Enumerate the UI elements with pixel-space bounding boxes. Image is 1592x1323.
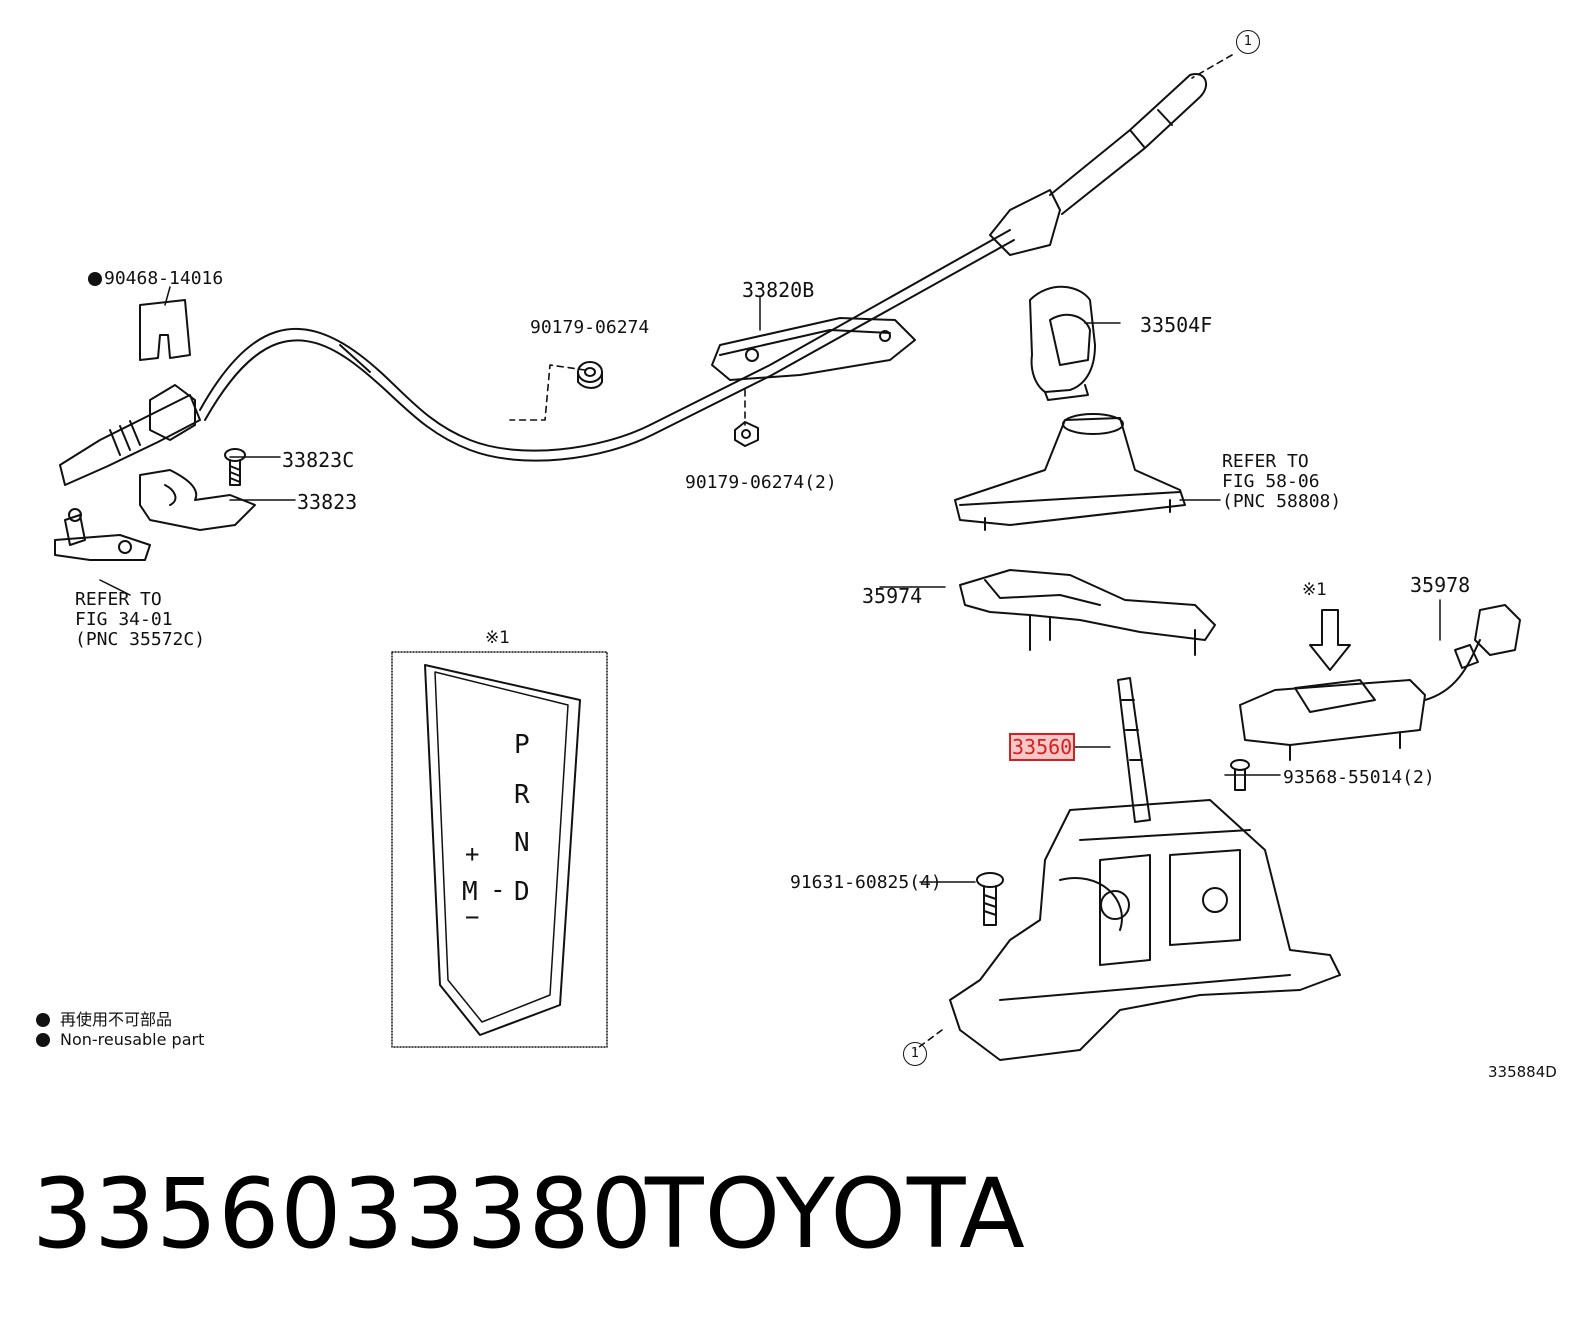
- legend-jp: 再使用不可部品: [36, 1006, 172, 1030]
- footer-brand: TOYOTA: [645, 1158, 1026, 1270]
- legend-dot-icon: [36, 1033, 50, 1047]
- label-33823[interactable]: 33823: [297, 490, 358, 514]
- clip-90468: [139, 299, 191, 361]
- highlighted-part-33560: 33560: [1008, 733, 1076, 761]
- label-90468-14016[interactable]: 90468-14016: [88, 269, 223, 289]
- circle-marker-bottom: 1: [903, 1042, 927, 1066]
- shift-cable: [59, 73, 1208, 486]
- shift-n: N: [514, 828, 530, 858]
- nut-90179-2: [734, 421, 759, 447]
- lever-assembly-33560: [949, 677, 1341, 1061]
- knob-33504f: [1029, 285, 1096, 401]
- label-90179-06274[interactable]: 90179-06274: [530, 317, 650, 338]
- legend-en: Non-reusable part: [36, 1030, 204, 1049]
- label-91631-60825-4[interactable]: 91631-60825(4): [790, 872, 942, 893]
- shift-dash: -: [490, 875, 506, 905]
- shift-plus: +: [465, 840, 480, 868]
- shift-m: M: [462, 877, 478, 907]
- bracket-33823: [139, 469, 256, 531]
- label-33560[interactable]: 33560: [1008, 733, 1076, 761]
- bolt-93568: [1230, 759, 1250, 791]
- shift-d: D: [514, 877, 530, 907]
- label-35978[interactable]: 35978: [1410, 573, 1471, 597]
- lever-35572c: [54, 508, 151, 561]
- diagram-id: 335884D: [1488, 1063, 1557, 1081]
- dashed-lines: [509, 54, 1233, 1051]
- non-reusable-dot-icon: [88, 272, 102, 286]
- label-33823c[interactable]: 33823C: [282, 448, 355, 472]
- label-93568-55014-2[interactable]: 93568-55014(2): [1283, 767, 1435, 788]
- label-33820b[interactable]: 33820B: [742, 278, 815, 302]
- circle-marker-top: 1: [1236, 30, 1260, 54]
- housing-35974: [959, 569, 1216, 656]
- boot-cover: [954, 413, 1186, 531]
- label-refer-fig-58-06[interactable]: REFER TO FIG 58-06 (PNC 58808): [1222, 451, 1342, 512]
- shift-minus: −: [465, 903, 480, 931]
- legend-dot-icon: [36, 1013, 50, 1027]
- shift-p: P: [514, 730, 530, 760]
- note-mark-inset: ※1: [485, 628, 511, 648]
- shift-r: R: [514, 780, 530, 810]
- label-33504f[interactable]: 33504F: [1140, 313, 1213, 337]
- shift-plate-inset: [391, 651, 608, 1048]
- label-refer-fig-34-01[interactable]: REFER TO FIG 34-01 (PNC 35572C): [75, 589, 206, 650]
- bracket-33820b: [711, 317, 916, 381]
- switch-35978: [1239, 604, 1521, 761]
- label-35974[interactable]: 35974: [862, 584, 923, 608]
- bolt-91631: [976, 872, 1004, 926]
- bolt-33823c: [224, 448, 246, 486]
- note-mark-switch: ※1: [1302, 580, 1328, 600]
- label-90179-06274-2[interactable]: 90179-06274(2): [685, 472, 837, 493]
- nut-90179: [577, 361, 603, 389]
- footer-part-number: 3356033380: [32, 1158, 653, 1270]
